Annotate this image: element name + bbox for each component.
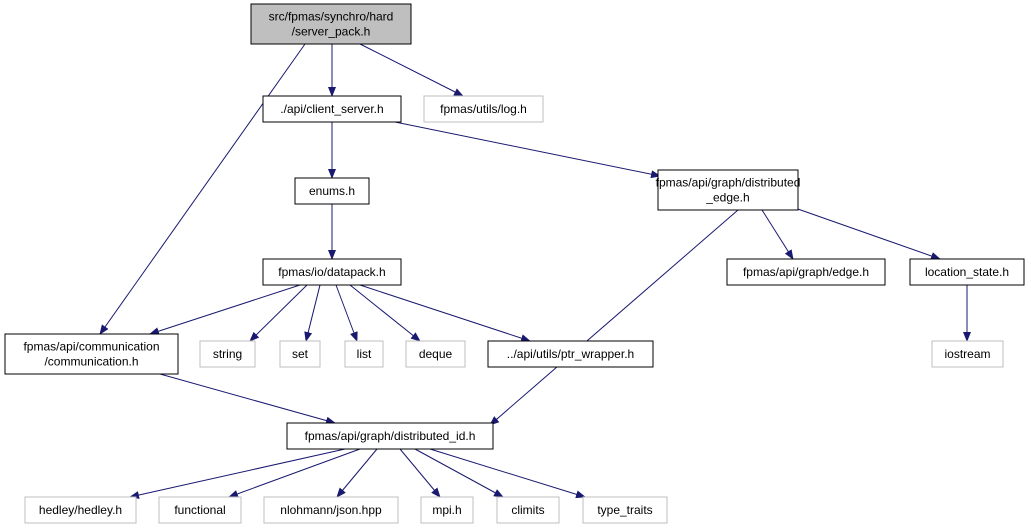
node-n12: deque	[405, 340, 466, 368]
edge-n4-to-n7	[794, 207, 941, 260]
node-box	[294, 177, 370, 205]
edge-n4-to-n15	[489, 209, 739, 426]
node-label: /communication.h	[44, 355, 138, 369]
node-n9: string	[199, 340, 256, 368]
node-label: src/fpmas/synchro/hard	[269, 10, 394, 24]
node-box	[199, 340, 256, 368]
node-label: ../api/utils/ptr_wrapper.h	[507, 347, 634, 361]
node-box	[279, 340, 321, 368]
edge-n5-to-n13	[359, 284, 531, 342]
edge-n1-to-n4	[394, 121, 661, 179]
node-n8[interactable]: fpmas/api/communication/communication.h	[4, 333, 179, 375]
node-label: set	[292, 347, 309, 361]
node-box	[262, 258, 402, 286]
edges-layer	[99, 43, 971, 499]
edge-n15-to-n16	[129, 448, 346, 499]
node-label: enums.h	[309, 184, 355, 198]
node-box	[423, 95, 544, 123]
edge-n0-to-n2	[359, 43, 464, 97]
edge-n15-to-n18	[336, 448, 378, 498]
node-box	[909, 258, 1025, 286]
node-n4[interactable]: fpmas/api/graph/distributed_edge.h	[656, 169, 801, 211]
node-label: fpmas/utils/log.h	[440, 102, 527, 116]
node-box	[262, 95, 402, 123]
node-box	[496, 496, 560, 524]
node-n5[interactable]: fpmas/io/datapack.h	[262, 258, 402, 286]
node-n3[interactable]: enums.h	[294, 177, 370, 205]
node-box	[487, 340, 654, 368]
node-box	[931, 340, 1004, 368]
edge-n4-to-n6	[761, 209, 794, 260]
nodes-layer: src/fpmas/synchro/hard/server_pack.h ./ap…	[4, 3, 1025, 524]
node-label: iostream	[944, 347, 990, 361]
node-box	[582, 496, 668, 524]
node-box	[420, 496, 474, 524]
node-label: fpmas/api/graph/distributed_id.h	[305, 429, 476, 443]
node-label: fpmas/io/datapack.h	[278, 265, 385, 279]
node-label: nlohmann/json.hpp	[280, 503, 382, 517]
edge-n5-to-n8	[149, 284, 301, 336]
edge-n8-to-n15	[159, 373, 336, 425]
node-n16: hedley/hedley.h	[24, 496, 137, 524]
node-n15[interactable]: fpmas/api/graph/distributed_id.h	[286, 422, 494, 450]
node-box	[344, 340, 384, 368]
node-label: fpmas/api/graph/distributed	[656, 176, 801, 190]
edge-n15-to-n17	[228, 448, 361, 498]
node-label: hedley/hedley.h	[39, 503, 122, 517]
node-label: climits	[511, 503, 544, 517]
edge-n5-to-n10	[304, 284, 321, 342]
node-n1[interactable]: ./api/client_server.h	[262, 95, 402, 123]
node-label: location_state.h	[925, 265, 1009, 279]
node-label: list	[357, 347, 372, 361]
node-n20: climits	[496, 496, 560, 524]
node-box	[286, 422, 494, 450]
node-box	[405, 340, 466, 368]
node-label: ./api/client_server.h	[280, 102, 383, 116]
node-box	[250, 3, 412, 45]
edge-n5-to-n9	[249, 284, 308, 342]
edge-n0-to-n8	[99, 43, 306, 335]
node-box	[657, 169, 799, 211]
node-n11: list	[344, 340, 384, 368]
node-label: fpmas/api/graph/edge.h	[743, 265, 869, 279]
node-label: functional	[174, 503, 225, 517]
node-label: deque	[419, 347, 453, 361]
edge-n5-to-n12	[349, 284, 421, 342]
node-box	[24, 496, 137, 524]
node-n19: mpi.h	[420, 496, 474, 524]
node-label: /server_pack.h	[292, 25, 371, 39]
node-n13[interactable]: ../api/utils/ptr_wrapper.h	[487, 340, 654, 368]
node-n2: fpmas/utils/log.h	[423, 95, 544, 123]
edge-n15-to-n19	[399, 448, 441, 498]
node-box	[158, 496, 242, 524]
node-label: mpi.h	[432, 503, 461, 517]
node-n21: type_traits	[582, 496, 668, 524]
node-n18: nlohmann/json.hpp	[263, 496, 399, 524]
node-n14: iostream	[931, 340, 1004, 368]
node-n10: set	[279, 340, 321, 368]
node-label: string	[213, 347, 242, 361]
node-n0[interactable]: src/fpmas/synchro/hard/server_pack.h	[250, 3, 412, 45]
node-box	[4, 333, 179, 375]
edge-n15-to-n21	[429, 448, 586, 499]
node-label: type_traits	[597, 503, 652, 517]
edge-n5-to-n11	[335, 284, 358, 342]
edge-n15-to-n20	[414, 448, 504, 498]
node-box	[726, 258, 886, 286]
node-box	[263, 496, 399, 524]
node-n17: functional	[158, 496, 242, 524]
node-label: fpmas/api/communication	[23, 340, 159, 354]
node-n7[interactable]: location_state.h	[909, 258, 1025, 286]
node-n6[interactable]: fpmas/api/graph/edge.h	[726, 258, 886, 286]
node-label: _edge.h	[705, 191, 749, 205]
